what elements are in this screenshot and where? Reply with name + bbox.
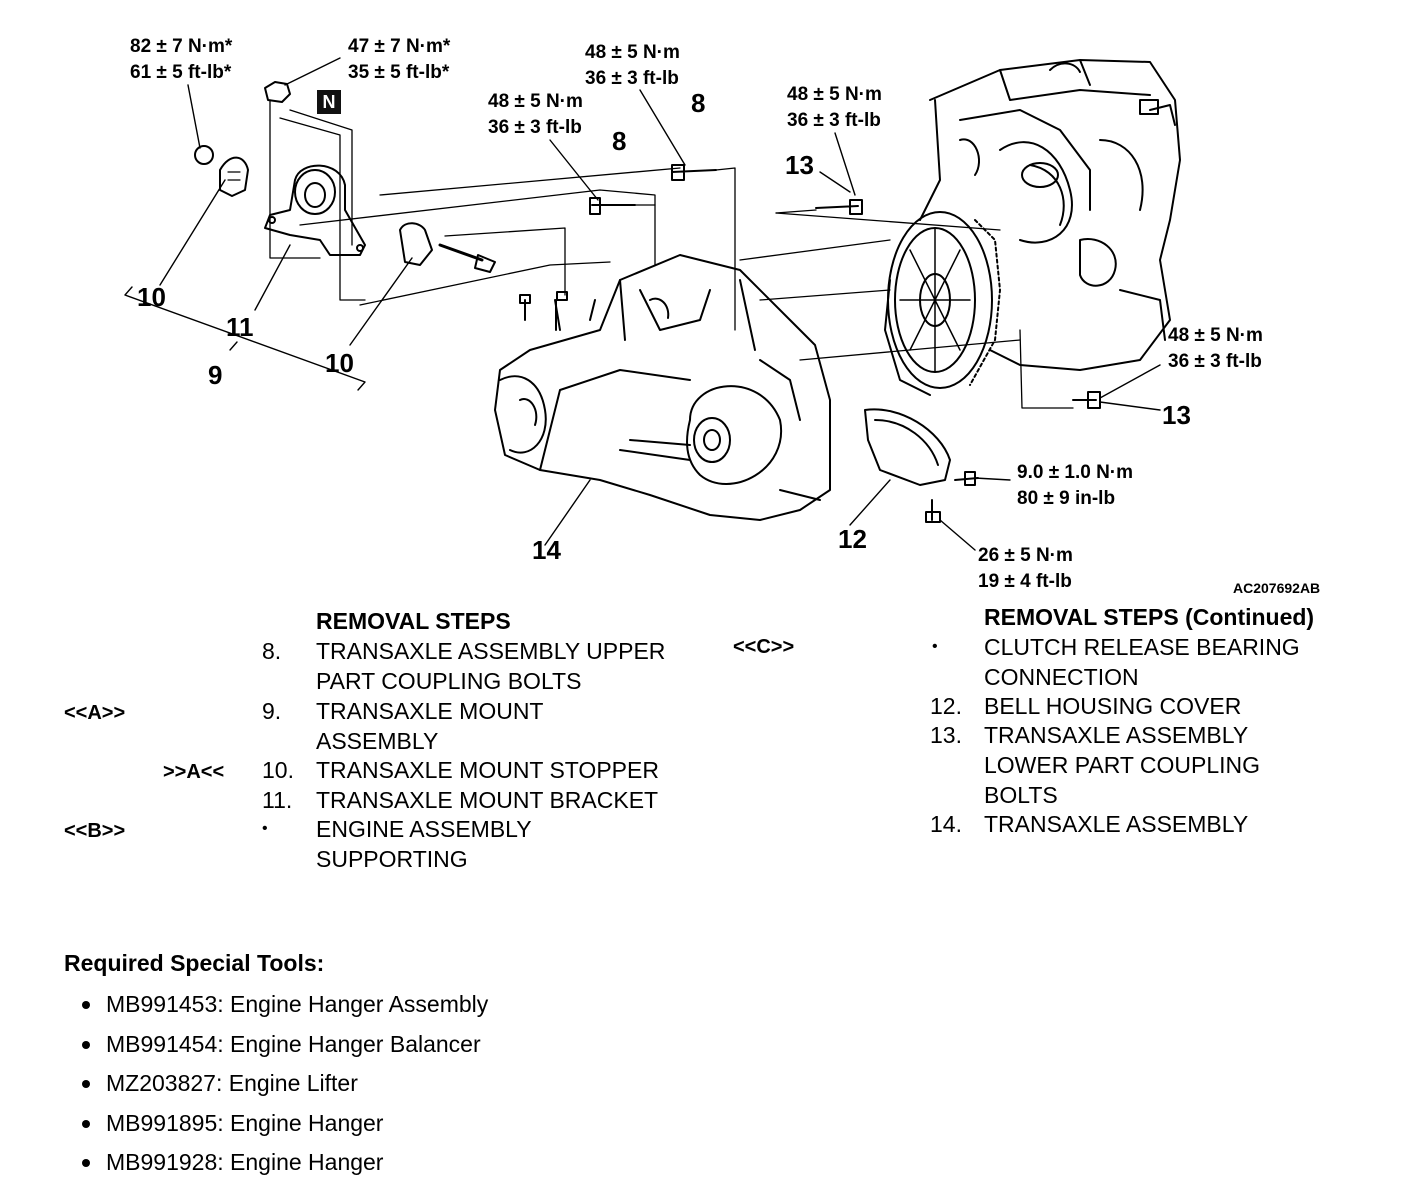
callout-9: 9 <box>208 360 223 390</box>
step-text-line: BELL HOUSING COVER <box>984 693 1242 719</box>
step-number: 10. <box>262 757 294 783</box>
step-number: 14. <box>930 811 962 837</box>
callout-10-a: 10 <box>137 282 166 312</box>
callout-12: 12 <box>838 524 867 554</box>
bullet-icon <box>82 1159 90 1167</box>
step-text-line: TRANSAXLE MOUNT BRACKET <box>316 787 659 813</box>
step-tag-a: <<A>> <box>64 702 126 724</box>
tool-item-text: MB991454: Engine Hanger Balancer <box>106 1030 481 1057</box>
step-text-line: LOWER PART COUPLING <box>984 752 1261 778</box>
tool-item: MZ203827: Engine Lifter <box>64 1064 488 1104</box>
tool-item: MB991453: Engine Hanger Assembly <box>64 985 488 1025</box>
step-text-line: TRANSAXLE MOUNT <box>316 698 544 724</box>
step-number: 8. <box>262 638 282 664</box>
alignment-lines <box>269 99 1074 409</box>
step-number: 12. <box>930 693 962 719</box>
callout-11: 11 <box>226 312 254 342</box>
step-text-line: CONNECTION <box>984 664 1139 690</box>
torque-label-1: 82 ± 7 N·m*61 ± 5 ft-lb* <box>130 36 233 83</box>
step-text-line: SUPPORTING <box>316 846 468 872</box>
mount-assembly-drawing <box>194 81 496 273</box>
step-text-line: BOLTS <box>984 782 1058 808</box>
bullet-icon <box>82 1040 90 1049</box>
step-number: 11. <box>262 787 293 813</box>
step-text-line: ASSEMBLY <box>316 728 439 754</box>
callout-10-b: 10 <box>325 348 354 378</box>
step-text-line: TRANSAXLE ASSEMBLY <box>984 722 1249 748</box>
tool-item-text: MB991895: Engine Hanger <box>106 1109 384 1136</box>
step-tag-a-install: >>A<< <box>163 761 225 783</box>
tool-item: MB991928: Engine Hanger <box>64 1143 488 1183</box>
step-number: 13. <box>930 722 962 748</box>
n-mark-badge: N <box>317 90 341 114</box>
engine-block-drawing <box>919 59 1181 371</box>
tool-item-text: MB991453: Engine Hanger Assembly <box>106 991 489 1017</box>
special-tools-section: Required Special Tools: MB991453: Engine… <box>64 950 488 1183</box>
tool-item-text: MZ203827: Engine Lifter <box>106 1070 358 1096</box>
tool-item: MB991895: Engine Hanger <box>64 1104 488 1144</box>
bullet-icon <box>82 1001 90 1009</box>
flywheel-drawing <box>884 211 1001 396</box>
callout-8-b: 8 <box>612 126 627 156</box>
removal-steps-heading: REMOVAL STEPS <box>316 608 511 634</box>
bell-housing-cover-drawing <box>864 408 951 486</box>
removal-steps-continued-heading: REMOVAL STEPS (Continued) <box>984 604 1315 630</box>
step-number: 9. <box>262 698 282 724</box>
bullet-icon <box>82 1119 90 1128</box>
step-tag-b: <<B>> <box>64 820 126 842</box>
special-tools-title: Required Special Tools: <box>64 950 325 976</box>
step-tag-c: <<C>> <box>733 636 795 658</box>
step-text-line: PART COUPLING BOLTS <box>316 668 582 694</box>
callout-8-a: 8 <box>691 88 706 118</box>
step-text-line: CLUTCH RELEASE BEARING <box>984 634 1300 660</box>
tool-item: MB991454: Engine Hanger Balancer <box>64 1025 488 1065</box>
tool-item-text: MB991928: Engine Hanger <box>106 1149 384 1175</box>
figure-id: AC207692AB <box>1233 580 1321 596</box>
step-bullet: • <box>932 638 938 655</box>
step-text-line: TRANSAXLE MOUNT STOPPER <box>316 757 659 783</box>
leader-lines <box>124 57 1161 551</box>
callout-13-b: 13 <box>1162 400 1191 430</box>
transaxle-drawing <box>494 254 831 521</box>
exploded-view-diagram <box>124 57 1181 551</box>
step-text-line: ENGINE ASSEMBLY <box>316 816 532 842</box>
bullet-icon <box>82 1080 90 1088</box>
callout-14: 14 <box>532 535 561 565</box>
step-text-line: TRANSAXLE ASSEMBLY UPPER <box>316 638 666 664</box>
callout-13-a: 13 <box>785 150 814 180</box>
step-bullet: • <box>262 820 268 837</box>
torque-label-2: 47 ± 7 N·m*35 ± 5 ft-lb* <box>348 36 451 83</box>
step-text-line: TRANSAXLE ASSEMBLY <box>984 811 1249 837</box>
